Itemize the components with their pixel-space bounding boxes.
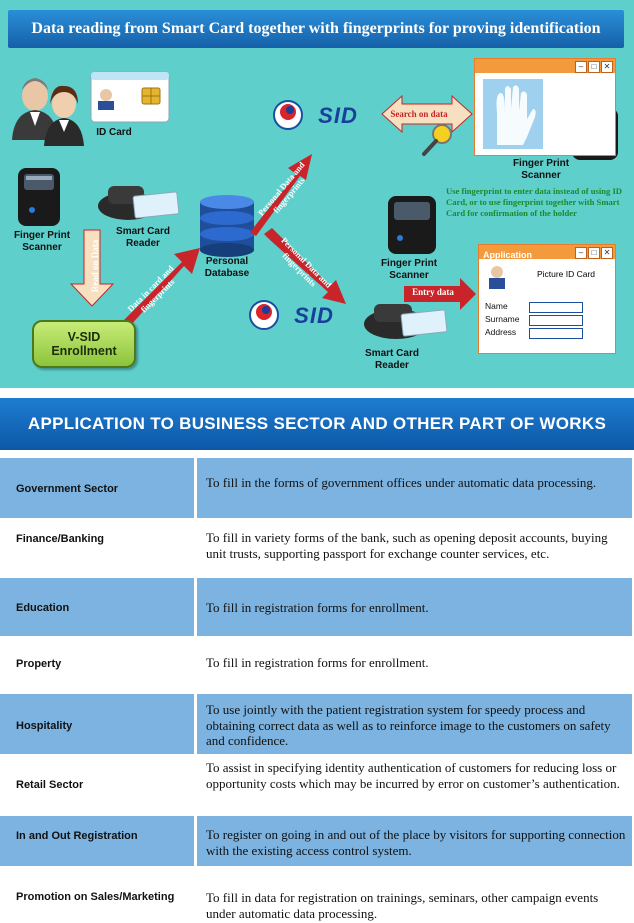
people-icon [12, 78, 84, 146]
sid-logo-text-top: SID [318, 103, 358, 128]
read-on-data-arrow [69, 229, 115, 307]
sector-label: Property [16, 658, 62, 670]
address-field[interactable] [529, 328, 583, 339]
table-row: Government Sector To fill in the forms o… [0, 458, 634, 518]
close-icon[interactable]: ✕ [601, 61, 613, 73]
description-cell: To fill in variety forms of the bank, su… [197, 518, 632, 578]
description-cell: To fill in registration forms for enroll… [197, 578, 632, 636]
sector-description: To register on going in and out of the p… [206, 827, 626, 858]
sid-logo-text-bottom: SID [294, 303, 334, 328]
table-row: Promotion on Sales/Marketing To fill in … [0, 866, 634, 923]
table-row: Education To fill in registration forms … [0, 578, 634, 636]
sector-description: To assist in specifying identity authent… [206, 760, 620, 791]
identification-diagram: Data reading from Smart Card together wi… [0, 0, 634, 388]
close-icon[interactable]: ✕ [601, 247, 613, 259]
fingerprint-scanner-right-mid-icon [388, 196, 436, 254]
maximize-icon[interactable]: □ [588, 61, 600, 73]
fp-scanner-left-label: Finger Print Scanner [13, 230, 71, 253]
scanner-window: – □ ✕ [474, 58, 616, 156]
personal-data-up-arrow [250, 154, 312, 236]
surname-field-label: Surname [485, 314, 520, 324]
table-row: Finance/Banking To fill in variety forms… [0, 518, 634, 578]
search-on-data-arrow [381, 94, 473, 134]
fp-scanner-right-top-label: Finger Print Scanner [512, 158, 570, 181]
smart-card-reader-right-icon [364, 304, 448, 339]
personal-database-label: Personal Database [204, 256, 250, 279]
picture-id-card-label: Picture ID Card [536, 269, 596, 279]
sector-description: To fill in registration forms for enroll… [206, 655, 429, 670]
sector-description: To fill in data for registration on trai… [206, 890, 599, 921]
description-cell: To register on going in and out of the p… [197, 816, 632, 866]
magnifier-icon [422, 124, 452, 156]
application-form-title: Application [483, 250, 532, 260]
fp-scanner-right-mid-label: Finger Print Scanner [380, 258, 438, 281]
diagram-title: Data reading from Smart Card together wi… [8, 10, 624, 48]
sector-label: Finance/Banking [16, 533, 105, 545]
name-field-label: Name [485, 301, 508, 311]
smart-card-reader-right-label: Smart Card Reader [365, 348, 419, 371]
table-row: Property To fill in registration forms f… [0, 636, 634, 694]
sector-description: To fill in the forms of government offic… [206, 475, 597, 490]
sector-label: Retail Sector [16, 779, 84, 791]
sector-label: Hospitality [16, 720, 73, 732]
sector-description: To fill in variety forms of the bank, su… [206, 530, 608, 561]
fingerprint-scanner-icon [18, 168, 60, 226]
v-sid-enrollment-box: V-SID Enrollment [32, 320, 136, 368]
entry-data-arrow [404, 278, 476, 310]
database-icon [200, 195, 254, 257]
sector-cell: In and Out Registration [0, 816, 194, 866]
description-cell: To fill in registration forms for enroll… [197, 636, 632, 694]
sector-cell: Government Sector [0, 458, 194, 518]
sector-description: To use jointly with the patient registra… [206, 702, 611, 748]
maximize-icon[interactable]: □ [588, 247, 600, 259]
personal-data-down-arrow [264, 228, 346, 304]
id-card-label: ID Card [96, 127, 132, 138]
entry-data-label: Entry data [412, 287, 454, 297]
hand-print-icon [483, 79, 543, 149]
minimize-icon[interactable]: – [575, 247, 587, 259]
sector-label: Promotion on Sales/Marketing [16, 891, 175, 903]
description-cell: To use jointly with the patient registra… [197, 694, 632, 754]
sector-label: In and Out Registration [16, 830, 138, 842]
sector-cell: Finance/Banking [0, 518, 194, 578]
sector-cell: Education [0, 578, 194, 636]
description-cell: To fill in the forms of government offic… [197, 458, 632, 518]
sector-label: Government Sector [16, 483, 119, 495]
sector-cell: Hospitality [0, 694, 194, 754]
minimize-icon[interactable]: – [575, 61, 587, 73]
sid-logo-bottom [249, 300, 279, 330]
sector-label: Education [16, 602, 70, 614]
sector-cell: Promotion on Sales/Marketing [0, 866, 194, 923]
address-field-label: Address [485, 327, 517, 337]
read-on-data-label: Read on Data [90, 239, 100, 293]
table-row: Retail Sector To assist in specifying id… [0, 754, 634, 814]
name-field[interactable] [529, 302, 583, 313]
search-on-data-label: Search on data [390, 109, 448, 119]
table-row: In and Out Registration To register on g… [0, 816, 634, 866]
data-in-card-arrow [124, 248, 200, 326]
sid-logo-top [273, 100, 303, 130]
application-form-window: Application – □ ✕ Picture ID Card Name S… [478, 244, 616, 354]
sector-cell: Property [0, 636, 194, 694]
avatar [489, 266, 505, 289]
table-row: Hospitality To use jointly with the pati… [0, 694, 634, 754]
description-cell: To fill in data for registration on trai… [197, 866, 632, 923]
description-cell: To assist in specifying identity authent… [197, 754, 632, 814]
id-card-icon [90, 71, 170, 123]
smart-card-reader-left-label: Smart Card Reader [116, 226, 170, 249]
sector-cell: Retail Sector [0, 754, 194, 814]
section-header: APPLICATION TO BUSINESS SECTOR AND OTHER… [0, 398, 634, 450]
surname-field[interactable] [529, 315, 583, 326]
smart-card-reader-icon [98, 186, 180, 220]
fingerprint-usage-note: Use fingerprint to enter data instead of… [446, 186, 623, 218]
sector-description: To fill in registration forms for enroll… [206, 600, 429, 615]
